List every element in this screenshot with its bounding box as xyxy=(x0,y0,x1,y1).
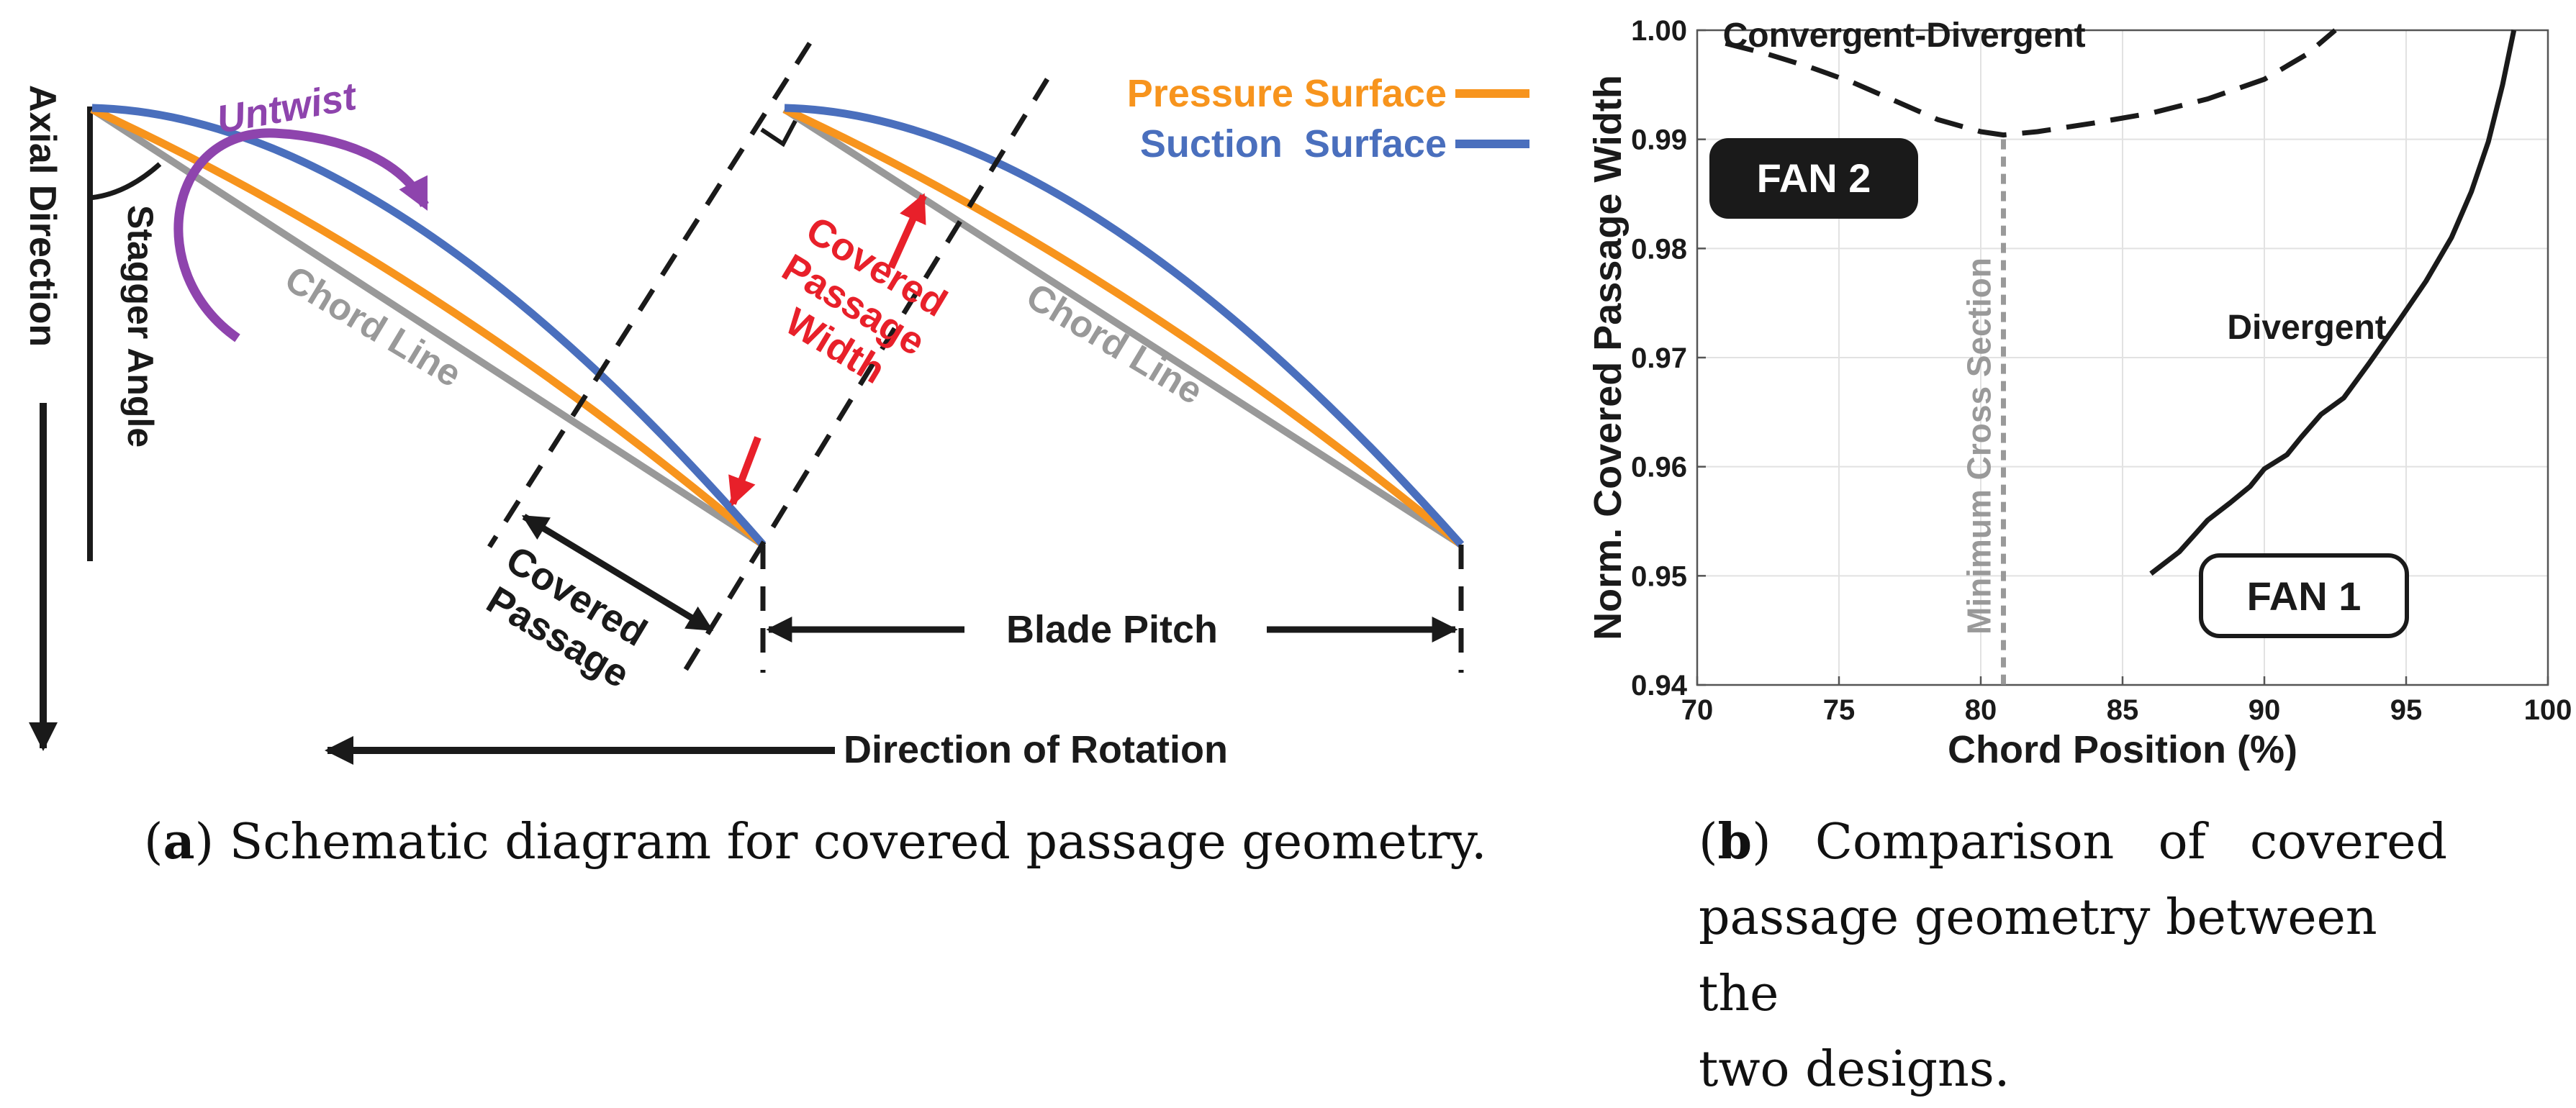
caption-a-text: Schematic diagram for covered passage ge… xyxy=(214,814,1487,871)
y-tick-label: 0.96 xyxy=(1631,452,1687,483)
right-angle-marker xyxy=(760,119,797,147)
y-axis-ticks: 0.94 0.95 0.96 0.97 0.98 0.99 1.00 xyxy=(1631,15,1706,701)
direction-of-rotation-label: Direction of Rotation xyxy=(844,728,1228,771)
covered-passage-width-arrows xyxy=(728,193,927,507)
caption-a-tag: a xyxy=(163,813,195,871)
untwist-arrow xyxy=(173,128,429,342)
chart-grid xyxy=(1696,29,2549,686)
fan1-badge: FAN 1 xyxy=(2199,553,2409,638)
series-label-2: Divergent xyxy=(2227,309,2386,347)
x-tick-label: 80 xyxy=(1965,694,1997,726)
fan1-badge-label: FAN 1 xyxy=(2247,573,2362,619)
legend-pressure-label: Pressure Surface xyxy=(1127,72,1447,115)
caption-b-tag: b xyxy=(1717,813,1753,871)
x-tick-label: 85 xyxy=(2107,694,2139,726)
blade-pitch-label: Blade Pitch xyxy=(1006,608,1218,651)
x-tick-label: 70 xyxy=(1681,694,1714,726)
caption-a: (a) Schematic diagram for covered passag… xyxy=(144,813,1487,871)
suction-surface-2 xyxy=(784,104,1465,548)
pressure-surface-2 xyxy=(782,106,1464,548)
y-tick-label: 0.95 xyxy=(1631,560,1687,592)
series-line-2 xyxy=(2149,29,2517,576)
y-tick-label: 0.94 xyxy=(1631,670,1688,701)
covered-passage-width-label: Covered Passage Width xyxy=(752,208,965,408)
chord-line-2 xyxy=(782,106,1463,548)
caption-b-line3: two designs. xyxy=(1699,1041,2010,1099)
legend-suction-label: Suction Surface xyxy=(1140,122,1447,165)
fan1-badge-box xyxy=(2199,553,2409,638)
caption-b-line2: passage geometry between the xyxy=(1699,889,2377,1022)
stagger-angle-arc xyxy=(89,162,162,201)
panel-a-schematic: Axial Direction Stagger Angle Chord Line… xyxy=(22,42,1529,771)
blade-2 xyxy=(782,104,1465,548)
fan2-badge-box xyxy=(1709,138,1918,219)
suction-surface-1 xyxy=(91,104,767,548)
y-tick-label: 0.98 xyxy=(1631,233,1687,265)
pressure-surface-1 xyxy=(90,106,766,548)
passage-construction-lines xyxy=(487,42,1464,674)
y-tick-label: 1.00 xyxy=(1631,15,1687,47)
chord-line-label-1: Chord Line xyxy=(278,258,469,396)
x-tick-label: 95 xyxy=(2390,694,2423,726)
figure: Axial Direction Stagger Angle Chord Line… xyxy=(22,15,2572,771)
covered-passage-arrow xyxy=(521,514,714,632)
minimum-cross-section-label: Minimum Cross Section xyxy=(1961,258,1998,635)
fan2-badge-label: FAN 2 xyxy=(1757,155,1871,201)
panel-b-chart: 70 75 80 85 90 95 100 0.94 0.95 0.96 0.97 0.98 0.99… xyxy=(1586,15,2572,771)
axial-direction-label: Axial Direction xyxy=(22,85,63,347)
x-tick-label: 75 xyxy=(1823,694,1856,726)
stagger-angle-label: Stagger Angle xyxy=(120,205,161,448)
y-axis-label: Norm. Covered Passage Width xyxy=(1586,75,1630,640)
x-tick-label: 100 xyxy=(2524,694,2572,726)
caption-b: (b) Comparison of covered passage geomet… xyxy=(1699,804,2447,1108)
legend: Pressure Surface Suction Surface xyxy=(1127,72,1529,165)
blade-1 xyxy=(90,104,767,548)
chord-line-1 xyxy=(90,106,765,548)
series-label-1: Convergent-Divergent xyxy=(1723,17,2086,55)
y-tick-label: 0.99 xyxy=(1631,124,1687,156)
covered-passage-label: Covered Passage xyxy=(476,537,664,699)
x-tick-label: 90 xyxy=(2249,694,2281,726)
x-axis-label: Chord Position (%) xyxy=(1948,728,2297,771)
caption-b-line1: Comparison of covered xyxy=(1771,814,2447,871)
y-tick-label: 0.97 xyxy=(1631,342,1687,374)
fan2-badge: FAN 2 xyxy=(1709,138,1918,219)
x-axis-ticks: 70 75 80 85 90 95 100 xyxy=(1681,676,2572,726)
series-line-1 xyxy=(1725,28,2337,138)
